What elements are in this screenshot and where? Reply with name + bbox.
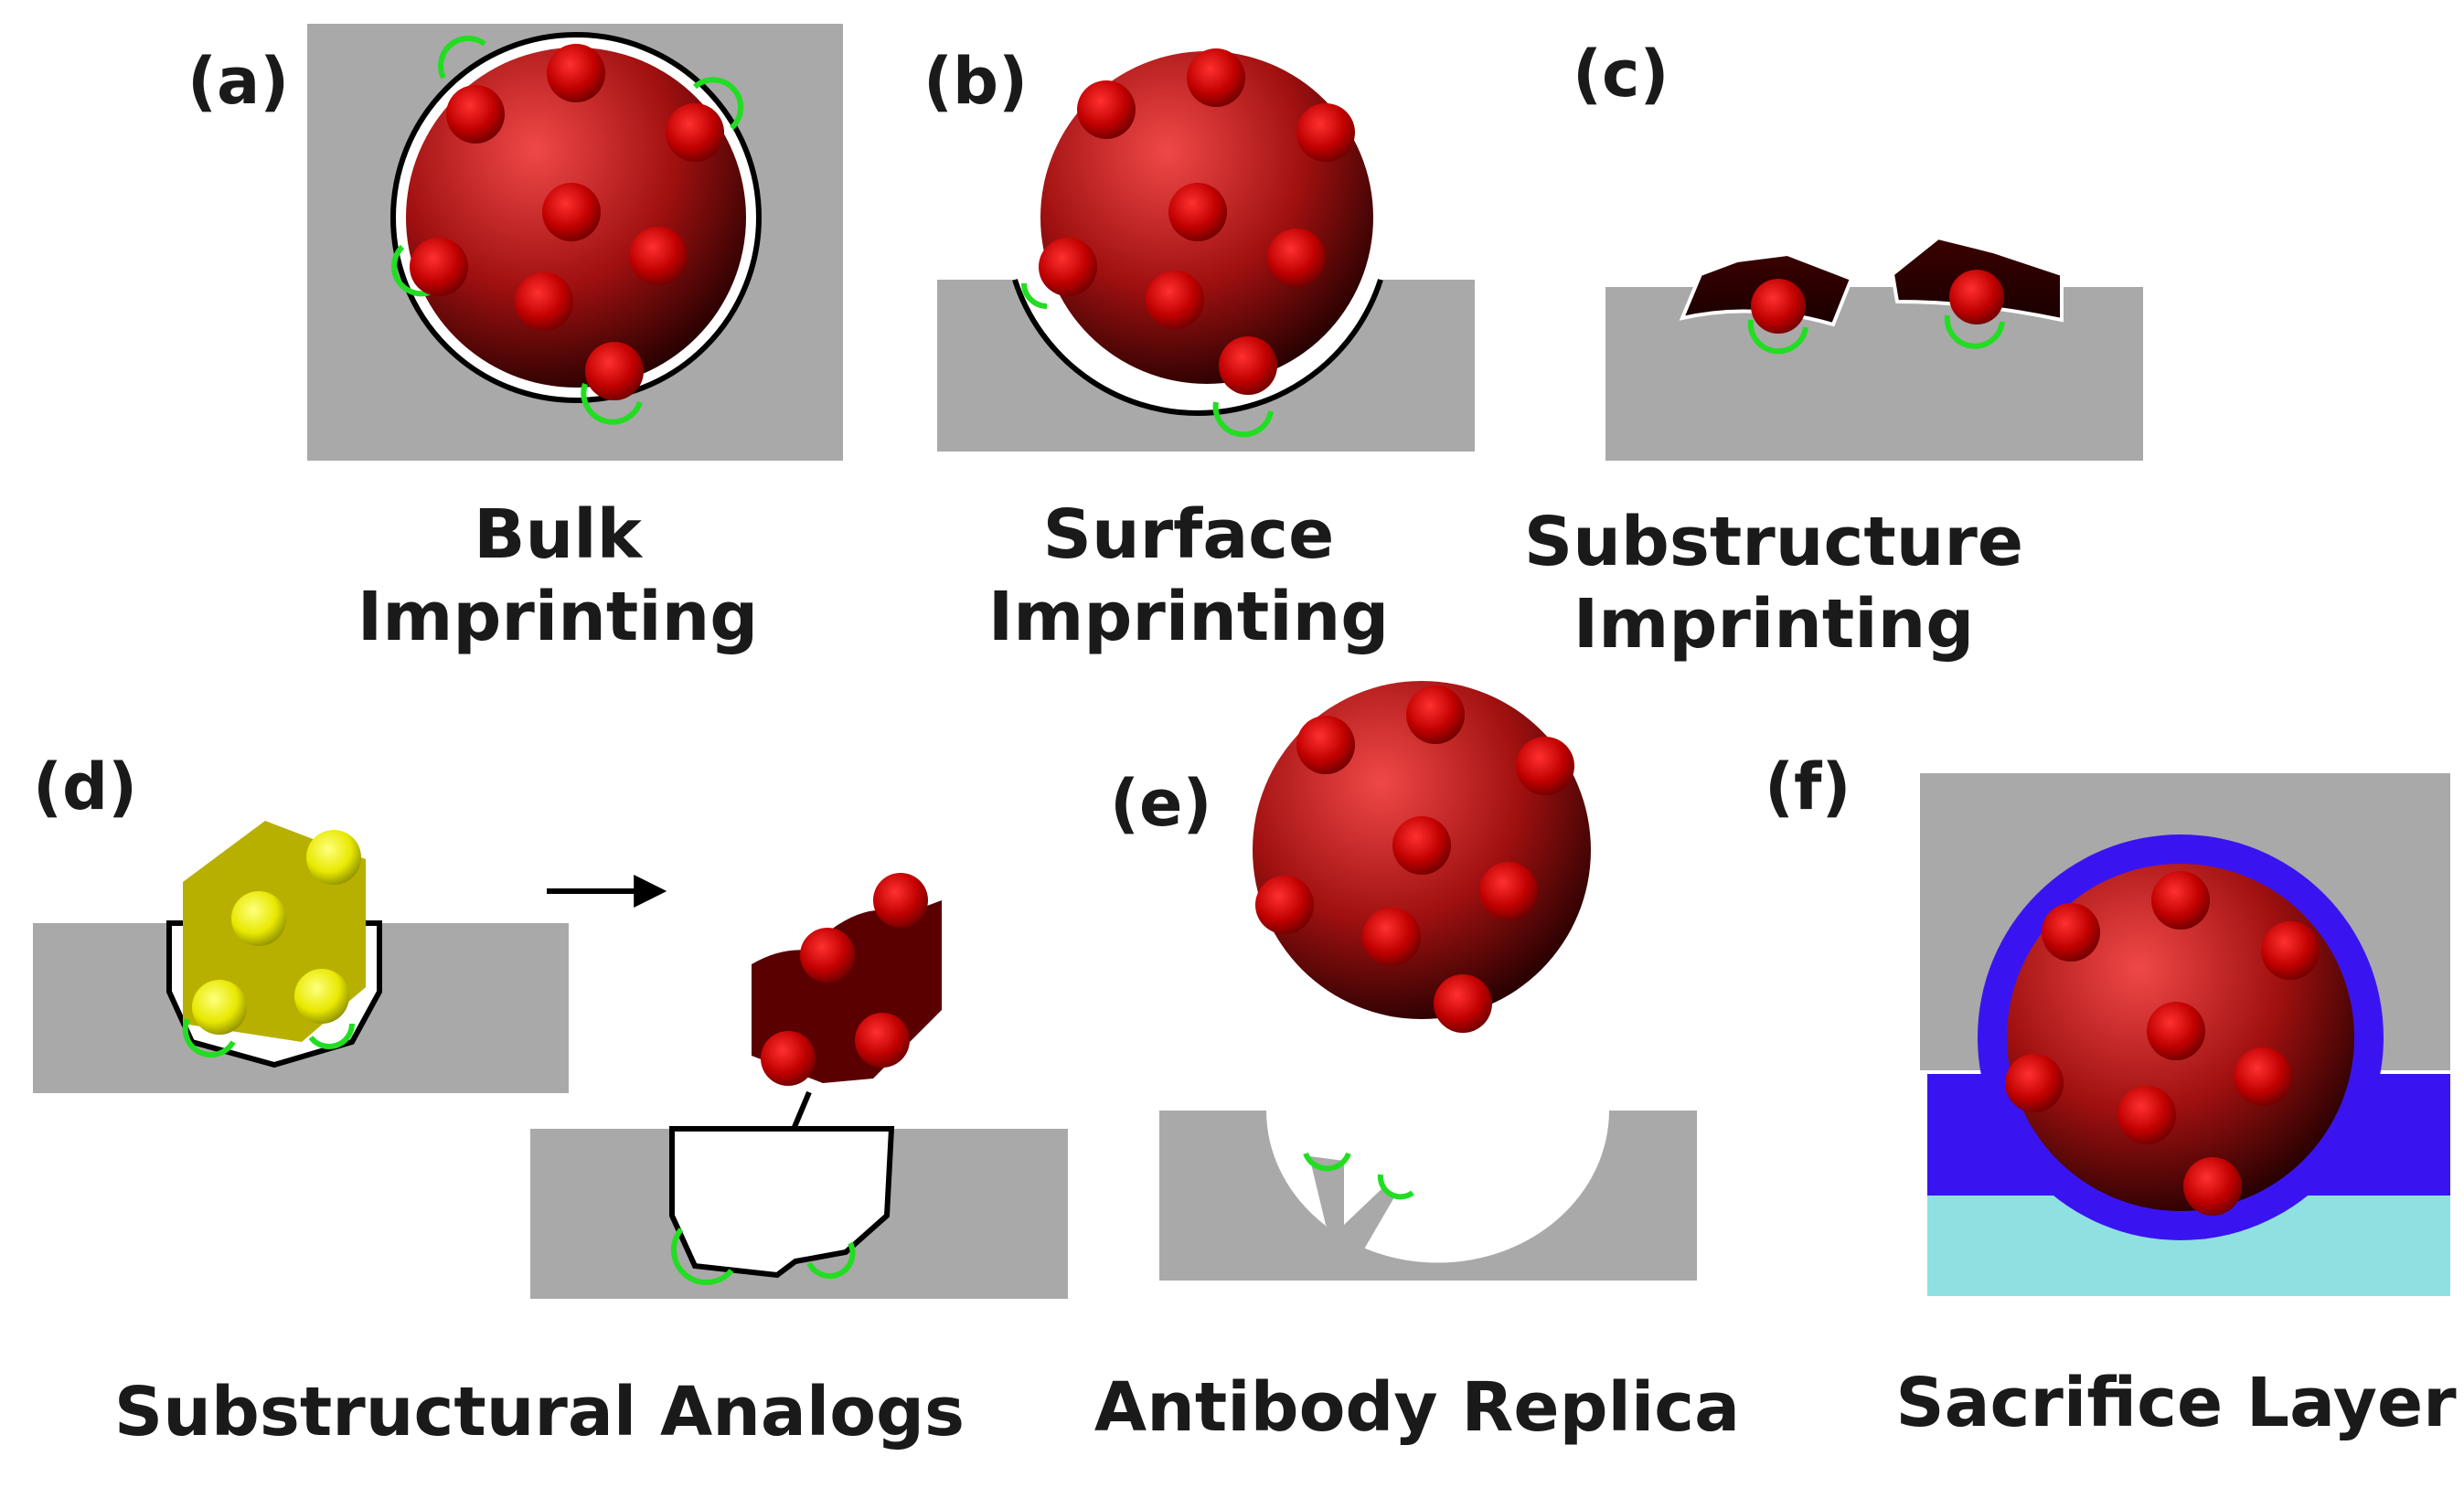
functional-groups	[761, 873, 928, 1086]
caption-line: Imprinting	[987, 578, 1390, 657]
panel-a-caption: Bulk Imprinting	[302, 494, 814, 659]
panel-e-letter: (e)	[1110, 766, 1212, 841]
caption-line: Bulk	[474, 495, 642, 574]
panel-f-letter: (f)	[1765, 749, 1851, 824]
panel-e-caption: Antibody Replica	[1093, 1368, 1741, 1447]
caption-line: Imprinting	[1573, 585, 1975, 664]
panel-d-letter: (d)	[33, 749, 138, 824]
binding-sites	[670, 1228, 856, 1285]
panel-e-illustration	[1159, 681, 1697, 1281]
binding-sites	[1747, 314, 2005, 355]
caption-line: Surface	[1042, 495, 1335, 574]
panel-c-letter: (c)	[1573, 37, 1669, 112]
panel-d-illustration	[33, 821, 1068, 1299]
functional-groups	[1751, 270, 2004, 334]
panel-f-caption: Sacrifice Layer	[1895, 1364, 2457, 1442]
replica-binding-post	[1309, 1156, 1394, 1252]
caption-line: Substructure	[1523, 503, 2024, 581]
functional-groups	[410, 44, 724, 400]
panel-b-letter: (b)	[923, 44, 1029, 119]
panel-b-caption: Surface Imprinting	[933, 494, 1445, 659]
functional-groups	[1039, 48, 1355, 395]
panel-f-illustration	[1920, 773, 2450, 1296]
panel-b-illustration	[937, 48, 1475, 452]
binding-sites	[1021, 282, 1274, 438]
panel-c-illustration	[1605, 235, 2143, 461]
caption-line: Imprinting	[357, 578, 759, 657]
binding-sites	[391, 36, 744, 425]
functional-groups	[2005, 871, 2320, 1216]
panel-a-letter: (a)	[187, 44, 290, 119]
functional-groups	[1255, 686, 1574, 1033]
analog-groups	[192, 830, 361, 1035]
binding-sites	[182, 1017, 355, 1058]
binding-sites	[1303, 1152, 1414, 1200]
panel-d-caption: Substructural Analogs	[113, 1373, 965, 1451]
panel-a-illustration	[307, 24, 843, 461]
panel-c-caption: Substructure Imprinting	[1509, 501, 2039, 666]
